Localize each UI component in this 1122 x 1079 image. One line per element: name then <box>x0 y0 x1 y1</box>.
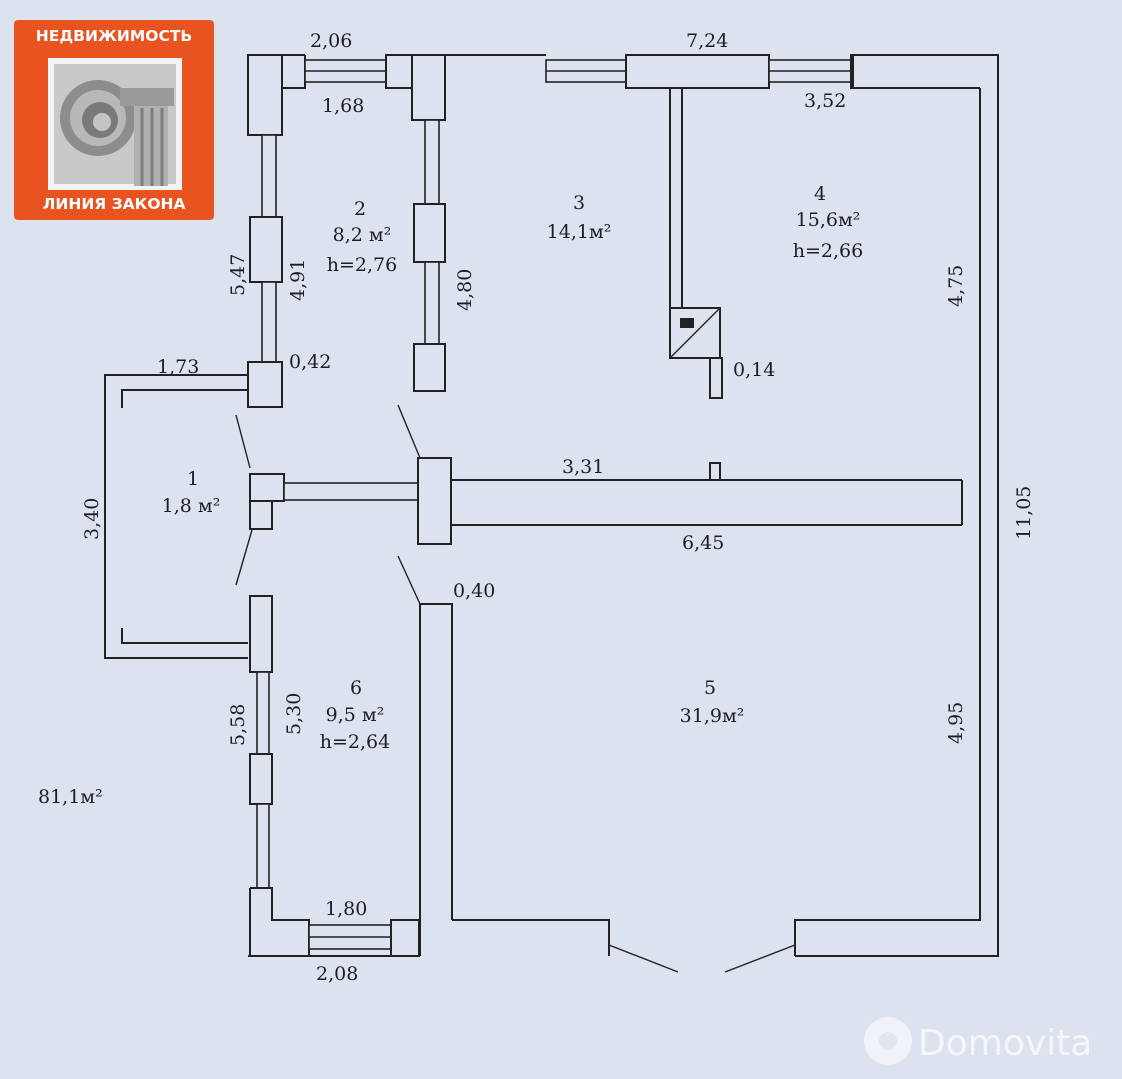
room-1-label: 1 1,8 м² <box>162 468 221 517</box>
dim-corridor-lower: 6,45 <box>682 532 724 554</box>
top-windows <box>304 54 854 89</box>
room-3-label: 3 14,1м² <box>547 192 612 243</box>
dim-vestibule-width: 1,73 <box>157 356 199 378</box>
room-2-number: 2 <box>354 198 366 220</box>
dim-small-wall: 0,42 <box>289 351 331 373</box>
logo-column-capital-icon <box>48 58 182 190</box>
vertical-dimension-labels: 5,47 4,91 4,80 4,75 3,40 11,05 5,58 5,30… <box>81 254 1035 746</box>
room-4-area: 15,6м² <box>796 209 861 231</box>
dim-partition: 0,40 <box>453 580 495 602</box>
room-2-label: 2 8,2 м² h=2,76 <box>327 198 397 276</box>
dim-bottom-inner: 1,80 <box>325 898 367 920</box>
room2-room3-partition <box>411 54 446 392</box>
watermark-text: Domovita <box>918 1023 1092 1064</box>
vestibule-walls <box>104 374 248 659</box>
room-5-label: 5 31,9м² <box>680 677 745 727</box>
room3-room4-partition <box>669 87 723 399</box>
logo-line-1: НЕДВИЖИМОСТЬ <box>35 27 193 45</box>
total-area: 81,1м² <box>38 786 103 808</box>
room-6-number: 6 <box>350 677 362 699</box>
room6-left-wall <box>249 595 310 956</box>
dim-top-total: 7,24 <box>686 30 728 52</box>
room-6-label: 6 9,5 м² h=2,64 <box>320 677 390 753</box>
dim-top-left-outer: 2,06 <box>310 30 352 52</box>
room-5-area: 31,9м² <box>680 705 745 727</box>
room-labels: 1 1,8 м² 2 8,2 м² h=2,76 3 14,1м² 4 15,6… <box>162 183 864 753</box>
agency-logo: НЕДВИЖИМОСТЬ ЛИНИЯ ЗАКОНА <box>14 20 214 220</box>
room-4-number: 4 <box>814 183 826 205</box>
corridor-walls <box>249 457 963 545</box>
dim-room4-width: 3,52 <box>804 90 846 112</box>
room6-bottom-window <box>308 919 420 957</box>
room-2-area: 8,2 м² <box>333 224 392 246</box>
exterior-walls <box>247 54 999 957</box>
room-2-height: h=2,76 <box>327 254 397 276</box>
room-4-height: h=2,66 <box>793 240 863 262</box>
logo-line-2: ЛИНИЯ ЗАКОНА <box>42 195 186 213</box>
dimension-labels: 2,06 1,68 7,24 3,52 1,73 0,42 0,14 3,31 … <box>38 30 846 985</box>
dim-chimney-offset: 0,14 <box>733 359 775 381</box>
dim-room5-height: 4,95 <box>945 702 967 744</box>
room-3-number: 3 <box>573 192 585 214</box>
dim-room2-height: 4,91 <box>287 259 309 301</box>
door-swings <box>235 404 796 973</box>
domovita-logo-icon <box>864 1017 912 1065</box>
dim-left-outer-upper: 5,47 <box>227 254 249 296</box>
dim-room4-height: 4,75 <box>945 265 967 307</box>
dim-corridor-upper: 3,31 <box>562 456 604 478</box>
domovita-watermark: Domovita <box>860 1010 1120 1072</box>
dim-room6-height: 5,30 <box>283 693 305 735</box>
room-1-area: 1,8 м² <box>162 495 221 517</box>
dim-room3-height: 4,80 <box>454 269 476 311</box>
room-5-number: 5 <box>704 677 716 699</box>
room-1-number: 1 <box>187 468 199 490</box>
dim-vestibule-height: 3,40 <box>81 498 103 540</box>
dim-left-outer-lower: 5,58 <box>227 704 249 746</box>
room6-room5-partition <box>419 603 453 956</box>
room-3-area: 14,1м² <box>547 221 612 243</box>
room-4-label: 4 15,6м² h=2,66 <box>793 183 863 262</box>
dim-right-total: 11,05 <box>1013 486 1035 540</box>
dim-top-left-inner: 1,68 <box>322 95 364 117</box>
dim-bottom-outer: 2,08 <box>316 963 358 985</box>
room2-left-wall <box>247 54 283 408</box>
room-6-height: h=2,64 <box>320 731 390 753</box>
room-6-area: 9,5 м² <box>326 704 385 726</box>
